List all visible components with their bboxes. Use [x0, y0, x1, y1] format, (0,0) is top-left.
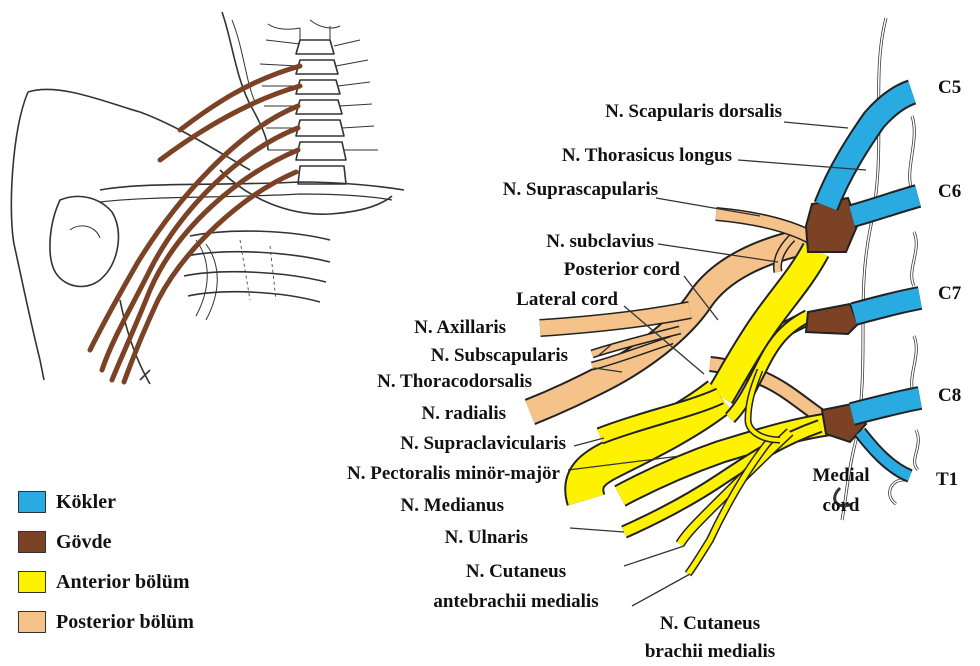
label-posterior-cord: Posterior cord — [564, 260, 680, 279]
legend-item-roots: Kökler — [18, 482, 194, 522]
label-lateral-cord: Lateral cord — [516, 290, 618, 309]
legend-label-roots: Kökler — [56, 491, 116, 514]
label-cutaneus-antebrachii-line1: N. Cutaneus — [400, 562, 632, 581]
legend-swatch-posterior — [18, 611, 46, 633]
legend-label-trunks: Gövde — [56, 531, 112, 554]
label-radialis: N. radialis — [422, 404, 506, 423]
legend-item-anterior: Anterior bölüm — [18, 562, 194, 602]
body-sketch — [11, 12, 404, 384]
label-ulnaris: N. Ulnaris — [445, 528, 528, 547]
legend-swatch-anterior — [18, 571, 46, 593]
label-medianus: N. Medianus — [401, 496, 504, 515]
label-medial-cord-line1: Medial — [786, 466, 896, 485]
root-label-c5: C5 — [938, 78, 961, 97]
label-thoracicus-longus: N. Thorasicus longus — [562, 146, 732, 165]
label-subclavius: N. subclavius — [546, 232, 654, 251]
label-pectoralis: N. Pectoralis minör-majör — [347, 464, 560, 483]
legend-swatch-trunks — [18, 531, 46, 553]
root-label-c8: C8 — [938, 386, 961, 405]
label-supraclavicularis: N. Supraclavicularis — [400, 434, 566, 453]
legend-item-posterior: Posterior bölüm — [18, 602, 194, 642]
legend-label-posterior: Posterior bölüm — [56, 611, 194, 634]
root-label-c6: C6 — [938, 182, 961, 201]
label-cutaneus-antebrachii-line2: antebrachii medialis — [380, 592, 652, 611]
label-cutaneus-brachii-line1: N. Cutaneus — [610, 614, 810, 633]
label-cutaneus-brachii-line2: brachii medialis — [590, 642, 830, 661]
legend-label-anterior: Anterior bölüm — [56, 571, 190, 594]
legend-swatch-roots — [18, 491, 46, 513]
label-subscapularis: N. Subscapularis — [431, 346, 568, 365]
body-sketch-nerves — [90, 66, 300, 382]
label-medial-cord-line2: cord — [786, 496, 896, 515]
label-suprascapularis: N. Suprascapularis — [503, 180, 658, 199]
legend-item-trunks: Gövde — [18, 522, 194, 562]
root-label-t1: T1 — [936, 470, 958, 489]
label-axillaris: N. Axillaris — [414, 318, 506, 337]
root-label-c7: C7 — [938, 284, 961, 303]
legend: Kökler Gövde Anterior bölüm Posterior bö… — [18, 482, 194, 642]
label-thoracodorsalis: N. Thoracodorsalis — [377, 372, 532, 391]
label-scapularis-dorsalis: N. Scapularis dorsalis — [605, 102, 782, 121]
